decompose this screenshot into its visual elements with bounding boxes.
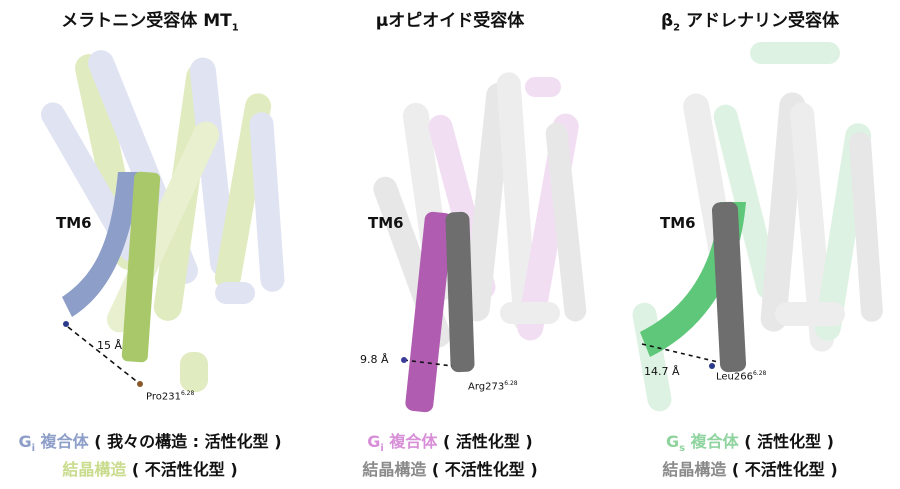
residue-name: Pro231 <box>146 391 181 403</box>
caption-line-2: 結晶構造 ( 不活性化型 ) <box>0 456 300 480</box>
caption-state: ( 我々の構造 : 活性化型 ) <box>88 432 282 451</box>
panel-mu-opioid: μオピオイド受容体 TM6 9.8 Å Arg2736.28 Gi 複合体 ( … <box>300 0 600 489</box>
panel-beta2-adrenergic: β2 アドレナリン受容体 TM6 14.7 Å Leu2666.28 Gs 複合… <box>600 0 900 489</box>
caption-g-subscript: i <box>380 443 384 455</box>
caption-state: ( 活性化型 ) <box>437 432 533 451</box>
residue-label: Arg2736.28 <box>468 380 518 392</box>
panel-title: β2 アドレナリン受容体 <box>600 6 900 33</box>
distance-label: 15 Å <box>97 339 123 352</box>
caption-state: ( 活性化型 ) <box>738 432 834 451</box>
structure-figure-mt1 <box>41 50 285 392</box>
tm6-label: TM6 <box>56 214 92 232</box>
title-text: メラトニン受容体 MT <box>61 11 232 31</box>
caption-complex: 複合体 <box>35 432 89 451</box>
residue-number: 6.28 <box>180 390 195 397</box>
residue-label: Pro2316.28 <box>146 390 194 402</box>
caption-complex: 複合体 <box>383 432 438 451</box>
structure-figure-mu-opioid <box>373 72 587 413</box>
caption-crystal: 結晶構造 <box>62 460 127 479</box>
panel-title: μオピオイド受容体 <box>300 6 600 31</box>
caption-inactive: ( 不活性化型 ) <box>126 460 238 479</box>
caption-crystal: 結晶構造 <box>662 460 727 479</box>
distance-label: 9.8 Å <box>360 353 389 366</box>
structure-figure-beta2 <box>632 42 883 412</box>
caption-line-2: 結晶構造 ( 不活性化型 ) <box>600 456 900 480</box>
caption-line-2: 結晶構造 ( 不活性化型 ) <box>300 456 600 480</box>
caption-line-1: Gi 複合体 ( 我々の構造 : 活性化型 ) <box>0 428 300 454</box>
caption-g-protein: G <box>665 432 680 451</box>
caption-line-1: Gi 複合体 ( 活性化型 ) <box>300 428 600 454</box>
title-text: β <box>660 11 674 31</box>
caption-g-protein: G <box>18 432 32 451</box>
caption-crystal: 結晶構造 <box>362 460 427 479</box>
title-text: μオピオイド受容体 <box>375 11 525 31</box>
residue-name: Leu266 <box>716 371 753 383</box>
title-subscript: 1 <box>231 22 239 34</box>
caption-inactive: ( 不活性化型 ) <box>426 460 538 479</box>
tm6-label: TM6 <box>368 214 404 232</box>
caption-line-1: Gs 複合体 ( 活性化型 ) <box>600 428 900 454</box>
residue-label: Leu2666.28 <box>716 370 766 382</box>
caption-g-subscript: i <box>31 443 36 455</box>
residue-number: 6.28 <box>752 370 767 377</box>
caption-g-protein: G <box>367 432 381 451</box>
residue-number: 6.28 <box>504 380 518 387</box>
residue-name: Arg273 <box>468 381 505 393</box>
panel-mt1: メラトニン受容体 MT1 TM6 15 Å Pro2316.28 Gi 複合体 … <box>0 0 300 489</box>
caption-g-subscript: s <box>679 443 686 455</box>
tm6-label: TM6 <box>660 214 696 232</box>
caption-complex: 複合体 <box>685 432 739 451</box>
panel-title: メラトニン受容体 MT1 <box>0 6 300 33</box>
title-rest: アドレナリン受容体 <box>680 11 840 31</box>
title-subscript: 2 <box>673 22 681 34</box>
caption-inactive: ( 不活性化型 ) <box>726 460 838 479</box>
distance-label: 14.7 Å <box>644 365 680 378</box>
